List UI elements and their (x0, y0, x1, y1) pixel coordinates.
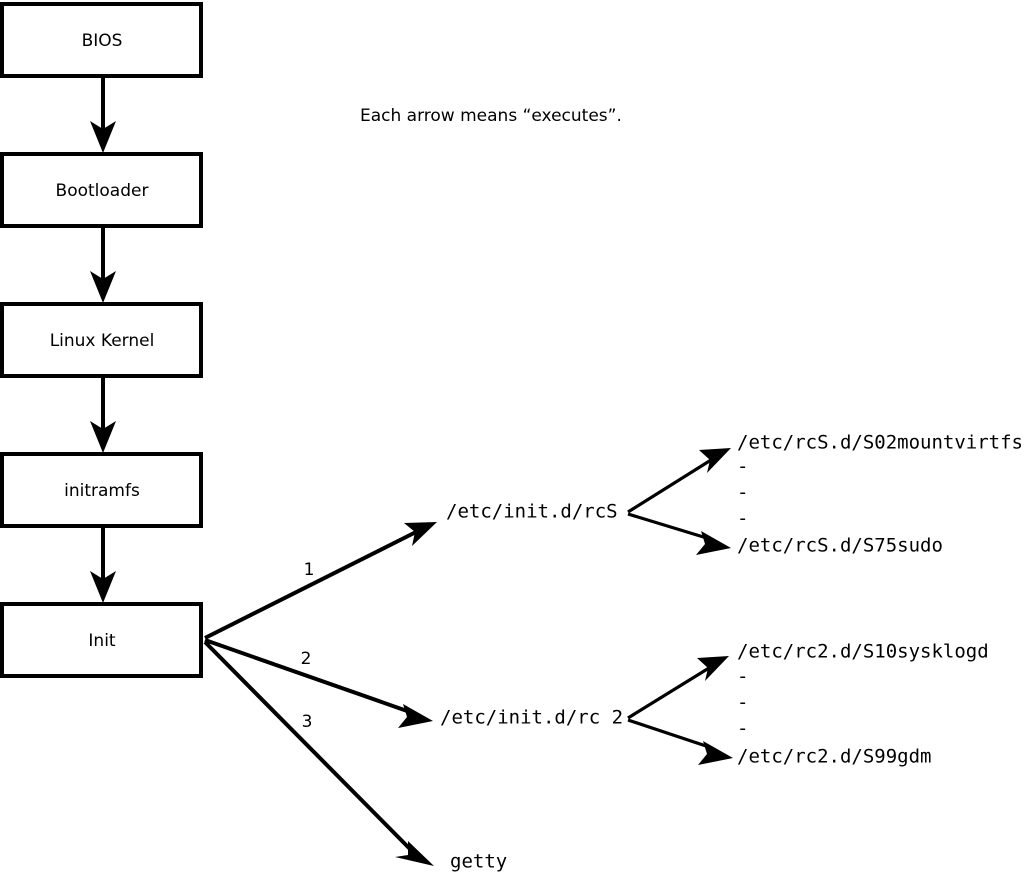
arrow-rc2-to-first-child (627, 656, 729, 720)
arrowhead-icon (398, 704, 433, 728)
bios-box (0, 2, 203, 78)
edge-label-2: 2 (301, 649, 312, 669)
arrow-init-to-rc2 (204, 638, 433, 728)
rcs-child-ellipsis-1: - (737, 456, 748, 478)
arrowhead-icon (90, 571, 116, 603)
arrowhead-icon (698, 741, 733, 765)
rc2-child-ellipsis-1: - (737, 666, 748, 688)
rcs-child-ellipsis-3: - (737, 508, 748, 530)
node-bios: BIOS (0, 2, 203, 78)
rcs-child-last: /etc/rcS.d/S75sudo (737, 535, 943, 557)
arrowhead-icon (395, 841, 434, 866)
node-bootloader: Bootloader (0, 152, 203, 228)
legend-note: Each arrow means “executes”. (360, 106, 622, 126)
init-box (0, 602, 203, 678)
arrowhead-icon (90, 421, 116, 453)
arrow-bootloader-to-kernel (90, 226, 116, 303)
script-label-rcs: /etc/init.d/rcS (446, 501, 618, 523)
node-initramfs: initramfs (0, 452, 203, 528)
arrow-bios-to-bootloader (90, 76, 116, 153)
bootloader-label: Bootloader (56, 181, 149, 201)
script-label-rc2: /etc/init.d/rc 2 (440, 707, 623, 729)
arrow-rcs-to-last-child (627, 512, 731, 555)
edge-label-1: 1 (304, 560, 315, 580)
arrowhead-icon (696, 531, 731, 555)
arrow-init-to-rcs (204, 522, 437, 640)
rcs-child-ellipsis-2: - (737, 482, 748, 504)
arrow-kernel-to-initramfs (90, 376, 116, 453)
node-linux-kernel: Linux Kernel (0, 302, 203, 378)
arrow-rc2-to-last-child (627, 718, 733, 765)
arrowhead-icon (697, 656, 729, 681)
arrow-rcs-to-first-child (627, 448, 731, 514)
node-init: Init (0, 602, 203, 678)
init-label: Init (88, 631, 116, 651)
arrowhead-icon (699, 448, 731, 473)
arrowhead-icon (90, 121, 116, 153)
linux-kernel-label: Linux Kernel (50, 331, 155, 351)
arrow-initramfs-to-init (90, 526, 116, 603)
initramfs-label: initramfs (64, 481, 140, 501)
script-label-getty: getty (450, 851, 507, 873)
arrowhead-icon (90, 271, 116, 303)
bios-label: BIOS (82, 31, 123, 51)
rc2-child-first: /etc/rc2.d/S10sysklogd (737, 641, 989, 663)
rcs-child-first: /etc/rcS.d/S02mountvirtfs (737, 432, 1023, 454)
arrowhead-icon (404, 522, 437, 546)
initramfs-box (0, 452, 203, 528)
rc2-child-ellipsis-3: - (737, 718, 748, 740)
rc2-child-ellipsis-2: - (737, 692, 748, 714)
rc2-child-last: /etc/rc2.d/S99gdm (737, 746, 931, 768)
edge-label-3: 3 (302, 712, 313, 732)
arrow-init-to-getty (203, 640, 434, 866)
